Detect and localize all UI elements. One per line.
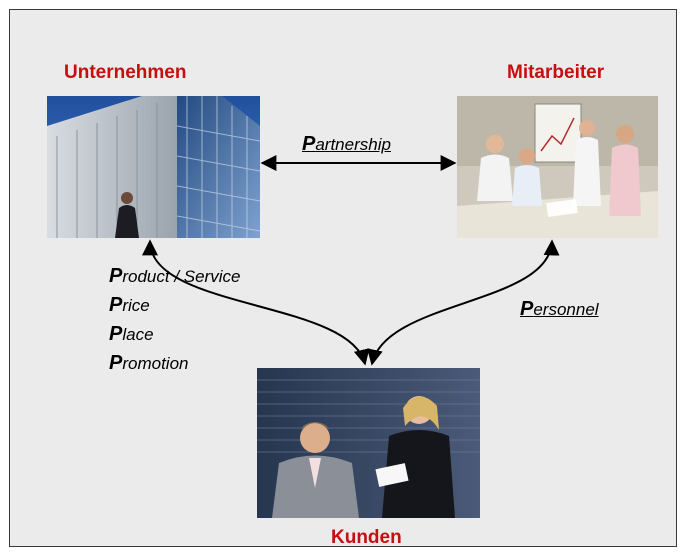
customers-title: Kunden: [331, 527, 402, 548]
marketing-mix-product: Product / Service: [109, 265, 241, 287]
personnel-label: Personnel: [520, 298, 599, 320]
customer-employee-arrow: [367, 239, 560, 366]
employees-title: Mitarbeiter: [507, 62, 605, 83]
company-photo: [47, 96, 260, 238]
marketing-mix-promotion: Promotion: [109, 352, 189, 374]
employees-photo: [457, 96, 658, 238]
customer-company-arrow: [142, 239, 370, 366]
marketing-mix-place: Place: [109, 323, 154, 345]
partnership-label: Partnership: [302, 133, 391, 155]
customers-photo: [257, 368, 480, 518]
marketing-mix-price: Price: [109, 294, 150, 316]
company-title: Unternehmen: [64, 62, 187, 83]
